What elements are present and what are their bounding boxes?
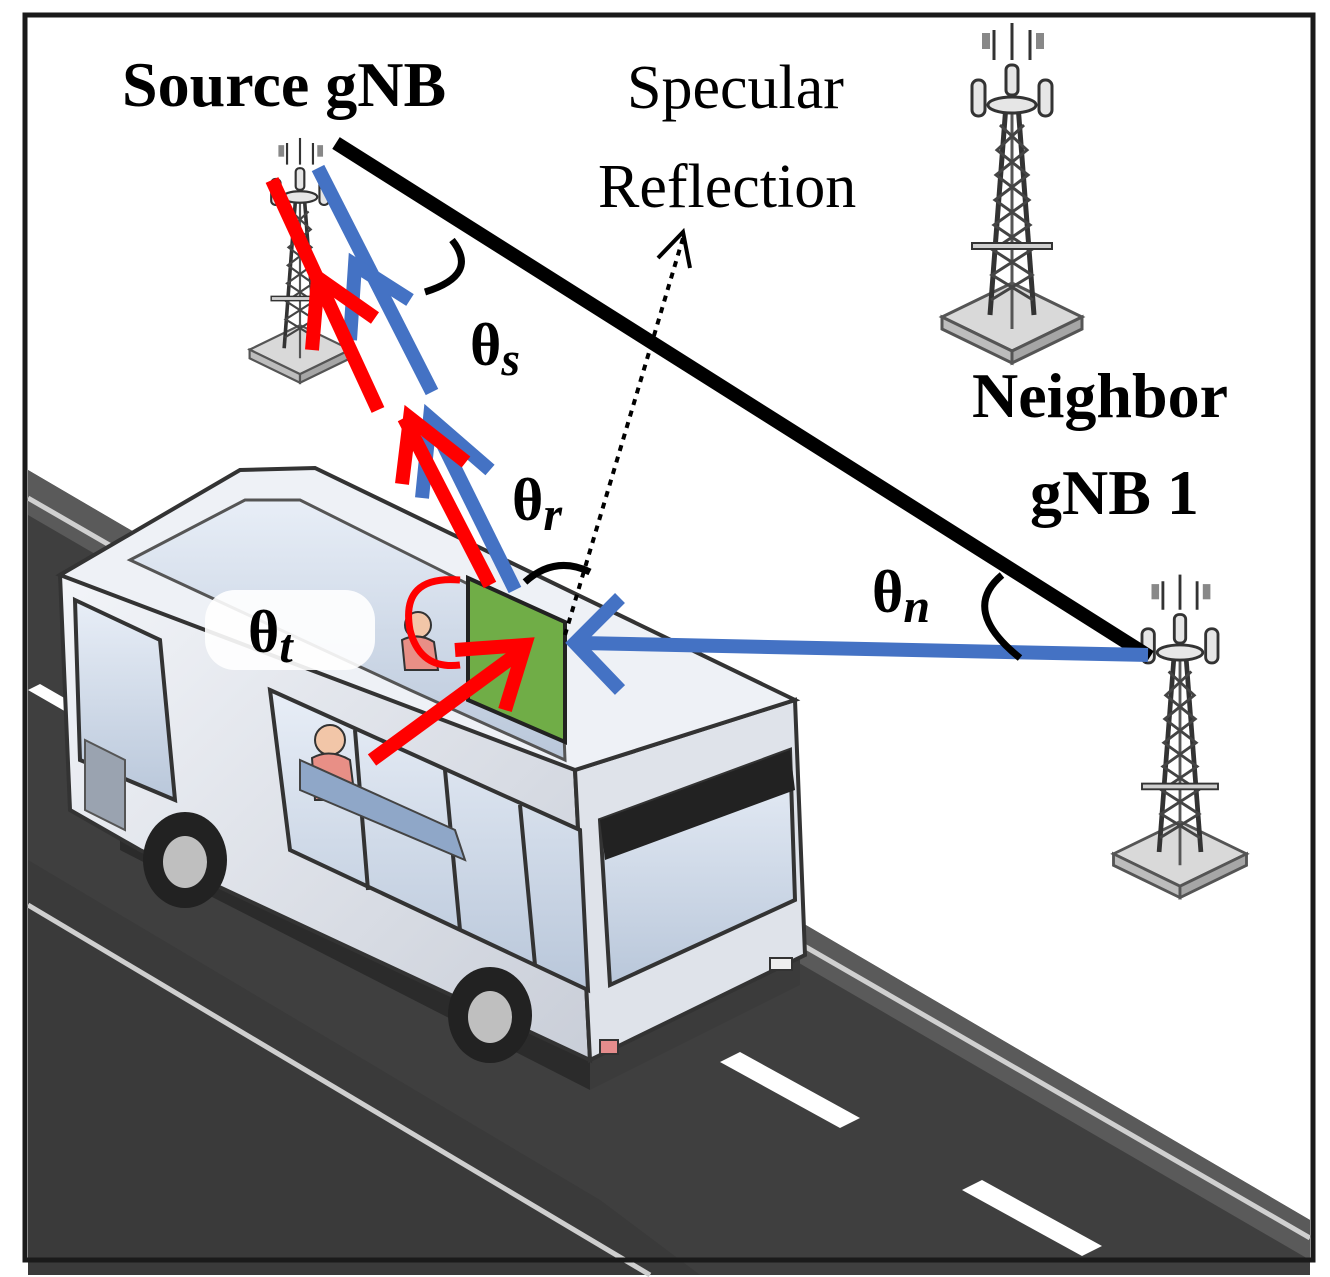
theta-r-label: θr bbox=[512, 467, 563, 541]
lane-dash bbox=[720, 1052, 860, 1128]
angle-arc-theta-n bbox=[981, 572, 1023, 661]
source-gnb-label: Source gNB bbox=[122, 49, 446, 120]
neighbor-gnb-label-line1: Neighbor bbox=[972, 360, 1228, 431]
specular-reflection-label-line1: Specular bbox=[627, 54, 844, 122]
transmitted-arrowhead bbox=[454, 637, 535, 713]
angle-arc-theta-t bbox=[405, 576, 461, 670]
transmitted-beam bbox=[367, 642, 530, 766]
transmitted-beam bbox=[265, 177, 385, 413]
theta-s-label: θs bbox=[470, 312, 520, 386]
gnb-baseline bbox=[332, 137, 1154, 663]
reflected-arrowhead bbox=[343, 252, 414, 341]
cell-tower-icon bbox=[1114, 575, 1247, 898]
specular-reflection-label-line2: Reflection bbox=[598, 153, 856, 221]
angle-arc-theta-r bbox=[522, 562, 592, 585]
transmitted-arrowhead bbox=[395, 404, 471, 485]
figure-frame bbox=[22, 12, 1316, 1263]
specular-reflection-line bbox=[563, 237, 685, 636]
theta-n-label: θn bbox=[872, 559, 930, 633]
label-glow bbox=[205, 590, 375, 670]
incident-arrowhead bbox=[565, 593, 626, 695]
theta-t-label: θt bbox=[248, 599, 294, 673]
transmitted-beam bbox=[397, 414, 497, 589]
incident-beam bbox=[579, 636, 1149, 662]
neighbor-gnb-label-line2: gNB 1 bbox=[1030, 457, 1199, 528]
lane-dash bbox=[962, 1180, 1102, 1256]
cell-tower-icon bbox=[247, 136, 353, 385]
cell-tower-icon bbox=[942, 23, 1082, 363]
specular-arrowhead bbox=[656, 227, 692, 269]
transmitted-arrowhead bbox=[305, 265, 380, 351]
angle-arc-theta-s bbox=[423, 237, 465, 296]
